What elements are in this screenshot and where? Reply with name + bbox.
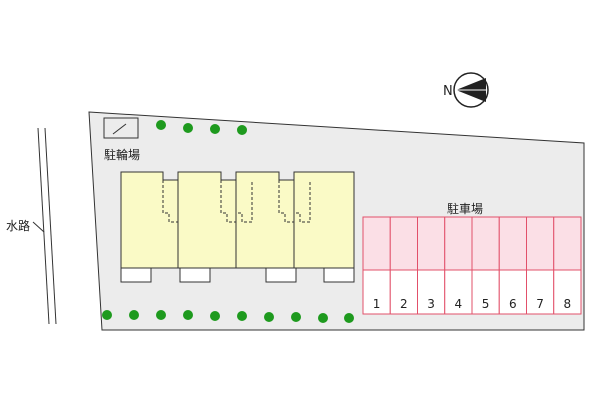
tree-icon	[210, 311, 220, 321]
parking-space-4	[444, 216, 473, 271]
tree-icon	[156, 310, 166, 320]
compass-north-letter: N	[443, 84, 453, 99]
apartment-building	[120, 171, 355, 283]
tree-icon	[102, 310, 112, 320]
parking-label: 駐車場	[447, 201, 483, 216]
parking-space-number: 2	[400, 297, 408, 311]
parking-space-number: 3	[427, 297, 435, 311]
parking-space-8	[553, 216, 582, 271]
parking-space-front-4	[444, 269, 473, 315]
parking-space-7	[526, 216, 555, 271]
parking-lot: 1 2 3 4 5 6 7 8	[362, 216, 582, 315]
tree-icon	[344, 313, 354, 323]
tree-icon	[237, 311, 247, 321]
parking-space-number: 7	[536, 297, 544, 311]
parking-space-1	[362, 216, 391, 271]
parking-space-front-5	[471, 269, 500, 315]
tree-icon	[129, 310, 139, 320]
parking-space-3	[417, 216, 446, 271]
parking-space-5	[471, 216, 500, 271]
tree-icon	[318, 313, 328, 323]
tree-icon	[237, 125, 247, 135]
parking-space-front-6	[498, 269, 527, 315]
parking-space-number: 5	[482, 297, 490, 311]
building-outline	[120, 171, 355, 269]
parking-space-front-1	[362, 269, 391, 315]
tree-icon	[264, 312, 274, 322]
parking-space-front-2	[389, 269, 418, 315]
tree-row-bottom	[102, 310, 354, 323]
parking-space-number: 6	[509, 297, 517, 311]
parking-space-6	[498, 216, 527, 271]
parking-space-number: 8	[564, 297, 572, 311]
tree-icon	[183, 123, 193, 133]
bicycle-shelter-icon	[103, 117, 139, 139]
waterway-label: 水路	[6, 218, 30, 233]
tree-icon	[210, 124, 220, 134]
tree-icon	[156, 120, 166, 130]
tree-icon	[183, 310, 193, 320]
parking-space-2	[389, 216, 418, 271]
waterway	[32, 127, 57, 325]
tree-icon	[291, 312, 301, 322]
tree-row-top	[156, 120, 247, 135]
parking-space-number: 1	[373, 297, 381, 311]
parking-space-number: 4	[455, 297, 463, 311]
bicycle-parking-label: 駐輪場	[104, 147, 140, 162]
compass-icon	[453, 72, 489, 108]
parking-space-front-3	[417, 269, 446, 315]
parking-space-front-8	[553, 269, 582, 315]
